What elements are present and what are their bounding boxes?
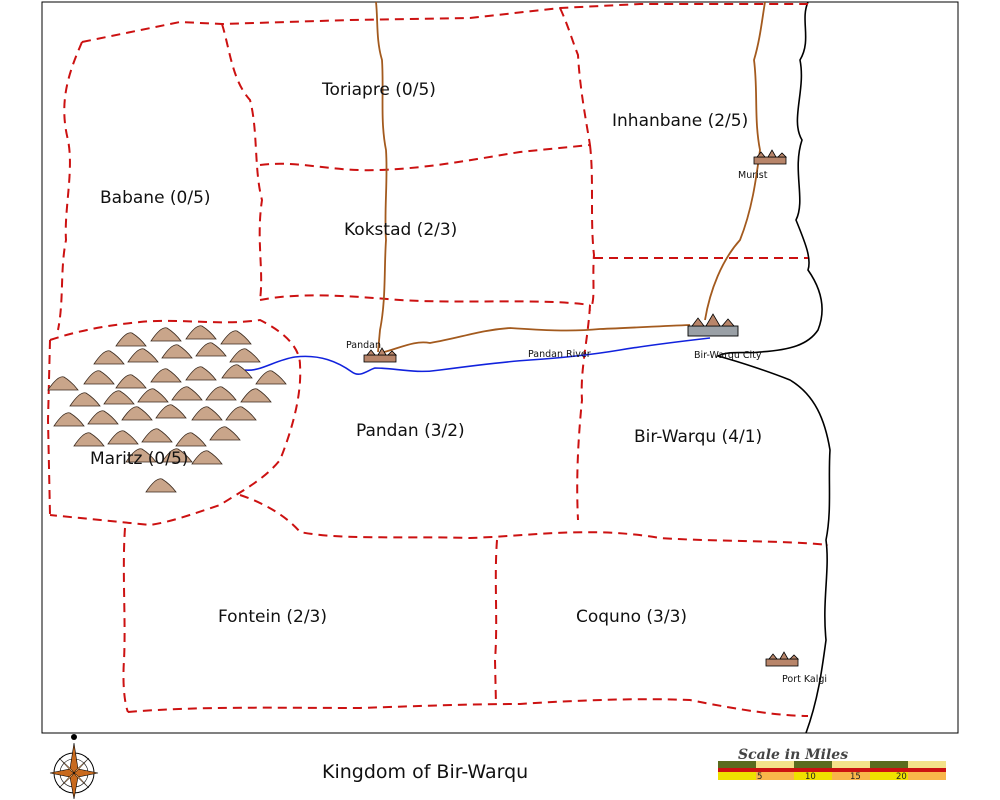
town-pandan[interactable]: Pandan bbox=[346, 340, 397, 363]
mountain-icon bbox=[127, 348, 159, 363]
mountain-icon bbox=[73, 432, 105, 447]
mountain-icon bbox=[161, 448, 193, 463]
region-label-babane[interactable]: Babane (0/5) bbox=[100, 188, 211, 208]
mountain-icon bbox=[255, 370, 287, 385]
region-borders bbox=[46, 3, 829, 717]
mountain-icon bbox=[191, 406, 223, 421]
town-label-bir-warqu-city: Bir-Warqu City bbox=[694, 350, 762, 361]
region-label-fontein[interactable]: Fontein (2/3) bbox=[218, 607, 327, 627]
region-label-coquno[interactable]: Coquno (3/3) bbox=[576, 607, 687, 627]
mountain-icon bbox=[107, 430, 139, 445]
mountain-icon bbox=[185, 325, 217, 340]
mountain-range bbox=[47, 325, 287, 493]
mountain-icon bbox=[229, 348, 261, 363]
town-icon bbox=[753, 149, 787, 165]
mountain-icon bbox=[83, 370, 115, 385]
mountain-icon bbox=[53, 412, 85, 427]
mountain-icon bbox=[161, 344, 193, 359]
mountain-icon bbox=[221, 364, 253, 379]
mountain-icon bbox=[125, 448, 157, 463]
scale-title: Scale in Miles bbox=[738, 747, 848, 763]
mountain-icon bbox=[150, 327, 182, 342]
roads bbox=[375, 1, 766, 353]
region-label-pandan[interactable]: Pandan (3/2) bbox=[356, 421, 465, 441]
map-frame bbox=[41, 1, 959, 734]
region-label-maritz[interactable]: Maritz (0/5) bbox=[90, 449, 188, 469]
mountain-icon bbox=[145, 478, 177, 493]
mountain-icon bbox=[115, 332, 147, 347]
mountain-icon bbox=[191, 450, 223, 465]
scale-bar: Scale in Miles 5 10 15 20 bbox=[718, 747, 946, 782]
mountain-icon bbox=[175, 432, 207, 447]
mountain-icon bbox=[195, 342, 227, 357]
mountain-icon bbox=[220, 330, 252, 345]
mountain-icon bbox=[87, 410, 119, 425]
town-icon bbox=[765, 651, 799, 667]
town-label-pandan: Pandan bbox=[346, 340, 381, 351]
region-label-toriapre[interactable]: Toriapre (0/5) bbox=[321, 80, 436, 100]
pandan-river bbox=[244, 337, 711, 375]
town-label-murist: Murist bbox=[738, 170, 768, 181]
region-label-inhanbane[interactable]: Inhanbane (2/5) bbox=[612, 111, 748, 131]
region-label-bir-warqu[interactable]: Bir-Warqu (4/1) bbox=[634, 427, 762, 447]
mountain-icon bbox=[155, 404, 187, 419]
scale-tick-15: 15 bbox=[850, 772, 861, 782]
mountain-icon bbox=[47, 376, 79, 391]
town-icon bbox=[363, 347, 397, 363]
town-murist[interactable]: Murist bbox=[738, 149, 787, 181]
mountain-icon bbox=[185, 366, 217, 381]
compass-rose-icon bbox=[49, 734, 99, 800]
coastline bbox=[715, 1, 831, 734]
mountain-icon bbox=[205, 386, 237, 401]
scale-tick-20: 20 bbox=[896, 772, 907, 782]
mountain-icon bbox=[141, 428, 173, 443]
mountain-icon bbox=[240, 388, 272, 403]
scale-tick-10: 10 bbox=[805, 772, 816, 782]
mountain-icon bbox=[103, 390, 135, 405]
mountain-icon bbox=[150, 368, 182, 383]
mountain-icon bbox=[93, 350, 125, 365]
mountain-icon bbox=[69, 392, 101, 407]
river-label: Pandan River bbox=[528, 349, 591, 360]
town-port-kalgi[interactable]: Port Kalgi bbox=[765, 651, 827, 685]
mountain-icon bbox=[137, 388, 169, 403]
town-icon bbox=[687, 313, 739, 337]
map-title: Kingdom of Bir-Warqu bbox=[322, 761, 528, 783]
scale-tick-5: 5 bbox=[757, 772, 762, 782]
region-label-kokstad[interactable]: Kokstad (2/3) bbox=[344, 220, 457, 240]
mountain-icon bbox=[121, 406, 153, 421]
mountain-icon bbox=[225, 406, 257, 421]
mountain-icon bbox=[209, 426, 241, 441]
mountain-icon bbox=[171, 386, 203, 401]
mountain-icon bbox=[115, 374, 147, 389]
town-bir-warqu-city[interactable]: Bir-Warqu City bbox=[687, 313, 762, 361]
town-label-port-kalgi: Port Kalgi bbox=[782, 674, 827, 685]
